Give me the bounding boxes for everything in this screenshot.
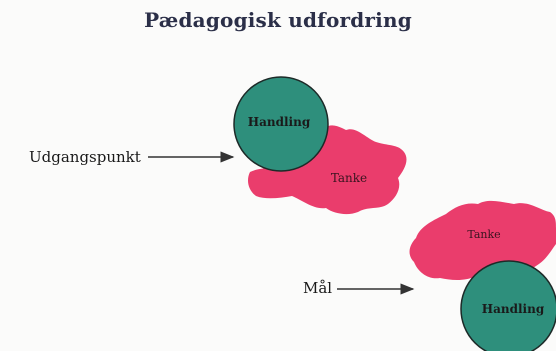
goal-label: Mål xyxy=(303,279,332,297)
goal-group: Handling Tanke Mål xyxy=(303,201,556,351)
goal-handling-label: Handling xyxy=(482,302,545,316)
start-handling-label: Handling xyxy=(248,115,311,129)
start-tanke-label: Tanke xyxy=(331,171,367,185)
goal-tanke-label: Tanke xyxy=(467,228,500,241)
start-label: Udgangspunkt xyxy=(29,148,141,166)
start-group: Handling Tanke Udgangspunkt xyxy=(29,77,406,214)
